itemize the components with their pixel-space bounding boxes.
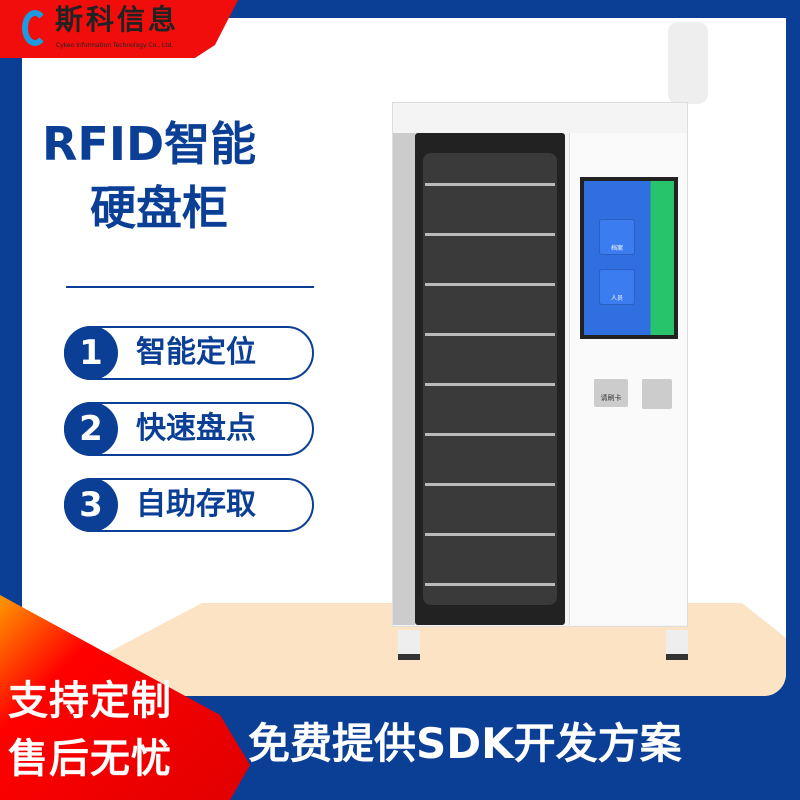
title-line1: RFID智能 — [42, 117, 257, 171]
fingerprint-scanner — [642, 379, 672, 409]
cabinet-image: 档案 人员 请刷卡 — [392, 102, 688, 627]
shelf — [425, 383, 555, 386]
feature-label: 自助存取 — [136, 487, 256, 522]
caster-right — [666, 630, 688, 660]
feature-number: 2 — [64, 402, 118, 456]
shelf — [425, 233, 555, 236]
screen-archive-button: 档案 — [599, 219, 635, 255]
feature-number: 1 — [64, 326, 118, 380]
cabinet-side — [393, 133, 415, 625]
shelf — [425, 333, 555, 336]
card-reader: 请刷卡 — [594, 379, 628, 407]
badge-line1: 支持定制 — [8, 678, 172, 724]
logo-icon — [22, 10, 48, 46]
feature-2: 2 快速盘点 — [64, 402, 314, 456]
brand-name: 斯科信息 — [55, 3, 180, 36]
glass-door — [415, 133, 565, 625]
shelves — [423, 153, 557, 605]
badge-line2: 售后无忧 — [8, 736, 172, 782]
feature-1: 1 智能定位 — [64, 326, 314, 380]
shelf — [425, 533, 555, 536]
camera-icon — [668, 22, 708, 104]
feature-number: 3 — [64, 478, 118, 532]
feature-label: 快速盘点 — [136, 411, 256, 446]
screen-personnel-button: 人员 — [599, 269, 635, 305]
shelf — [425, 483, 555, 486]
divider — [66, 286, 314, 288]
shelf — [425, 433, 555, 436]
touch-screen: 档案 人员 — [580, 177, 678, 339]
feature-label: 智能定位 — [136, 335, 256, 370]
caster-left — [398, 630, 420, 660]
title-line2: 硬盘柜 — [90, 181, 228, 235]
shelf — [425, 583, 555, 586]
feature-3: 3 自助存取 — [64, 478, 314, 532]
control-panel: 档案 人员 请刷卡 — [569, 133, 687, 625]
brand-english: Cykeo Information Technology Co., Ltd. — [56, 42, 174, 49]
sdk-banner: 免费提供SDK开发方案 — [248, 719, 682, 768]
product-title: RFID智能 硬盘柜 — [42, 112, 256, 240]
shelf — [425, 183, 555, 186]
brand-logo: 斯科信息 Cykeo Information Technology Co., L… — [0, 0, 238, 58]
shelf — [425, 283, 555, 286]
